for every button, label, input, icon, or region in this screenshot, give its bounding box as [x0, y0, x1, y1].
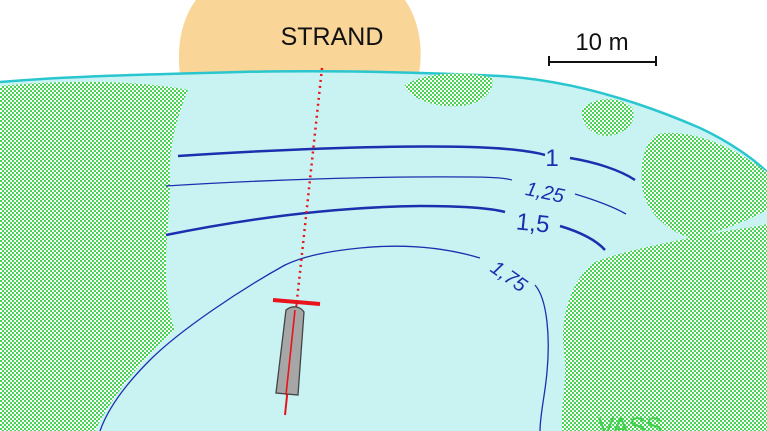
- depth-contour-1-25: [165, 176, 513, 187]
- transect-over-boat: [285, 309, 296, 396]
- beach-area: [178, 0, 421, 85]
- reed-label: VASS: [598, 413, 663, 431]
- scale-bar: 10 m: [548, 29, 657, 66]
- scale-bar-label: 10 m: [575, 29, 628, 56]
- depth-contour-1-75-tail: [534, 284, 549, 431]
- reed-patch-small: [581, 99, 634, 136]
- reed-area-right-upper: [641, 132, 767, 238]
- depth-contour-1-5: [165, 204, 506, 237]
- boat-marker-bar: [272, 298, 321, 306]
- depth-contour-1: [177, 145, 546, 158]
- depth-contour-1-75: [99, 245, 481, 431]
- beach-label: STRAND: [281, 23, 384, 51]
- depth-contour-1-5-tail: [559, 224, 606, 251]
- depth-label-1: 1: [545, 145, 558, 172]
- depth-contour-1-25-tail: [574, 193, 627, 215]
- reed-area-right-lower: [561, 224, 767, 431]
- depth-label-1-5: 1,5: [515, 208, 551, 238]
- reed-patch-top: [404, 73, 493, 107]
- depth-contour-1-tail: [569, 156, 636, 182]
- reed-area-left: [0, 81, 188, 431]
